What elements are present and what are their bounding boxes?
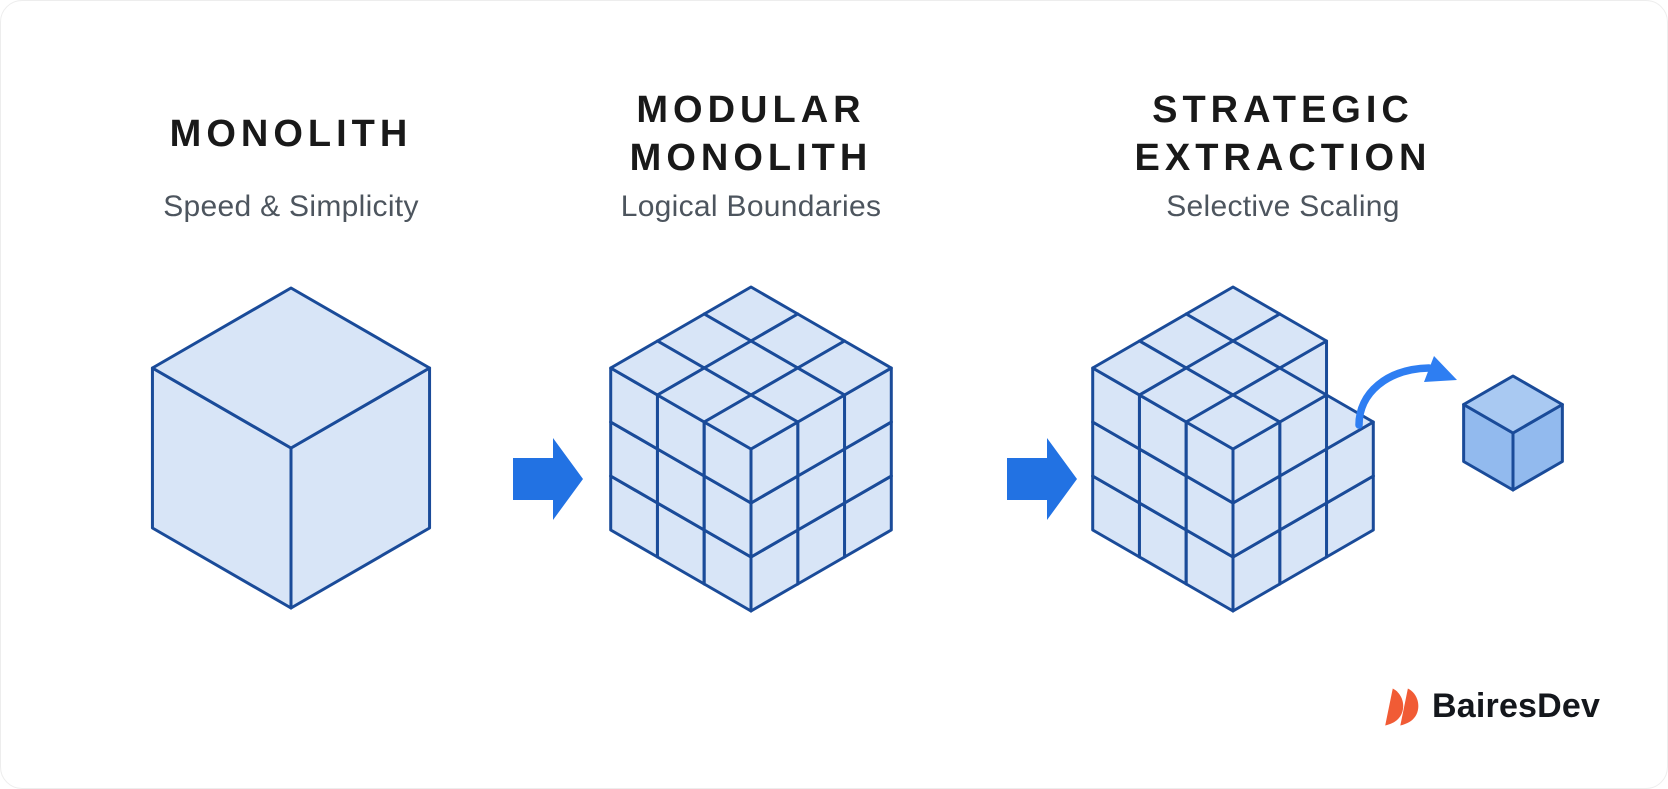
- stage-title-strategic-extraction: STRATEGIC EXTRACTION: [1134, 89, 1432, 179]
- stage-title-monolith: MONOLITH: [169, 113, 413, 155]
- stage-subtitle-monolith: Speed & Simplicity: [163, 190, 419, 223]
- extraction-curved-arrow-icon: [1355, 356, 1457, 429]
- right-arrow-icon: [1007, 438, 1077, 520]
- monolith-cube-illustration: [150, 286, 432, 610]
- brand-name: BairesDev: [1432, 687, 1601, 725]
- strategic-extraction-cube-illustration: [1091, 285, 1375, 613]
- bairesdev-logo-icon: [1385, 688, 1419, 725]
- brand-logo: BairesDev: [1381, 687, 1600, 726]
- right-arrow-icon: [513, 438, 583, 520]
- stage-monolith: MONOLITH Speed & Simplicity: [91, 86, 491, 226]
- stage-title-modular-monolith: MODULAR MONOLITH: [629, 89, 873, 179]
- stage-subtitle-modular-monolith: Logical Boundaries: [620, 190, 882, 223]
- stage-modular-monolith: MODULAR MONOLITH Logical Boundaries: [551, 86, 951, 226]
- modular-monolith-cube-illustration: [609, 285, 893, 613]
- stage-strategic-extraction: STRATEGIC EXTRACTION Selective Scaling: [1083, 86, 1483, 226]
- stage-subtitle-strategic-extraction: Selective Scaling: [1166, 190, 1400, 223]
- extracted-block-cube-illustration: [1462, 374, 1564, 492]
